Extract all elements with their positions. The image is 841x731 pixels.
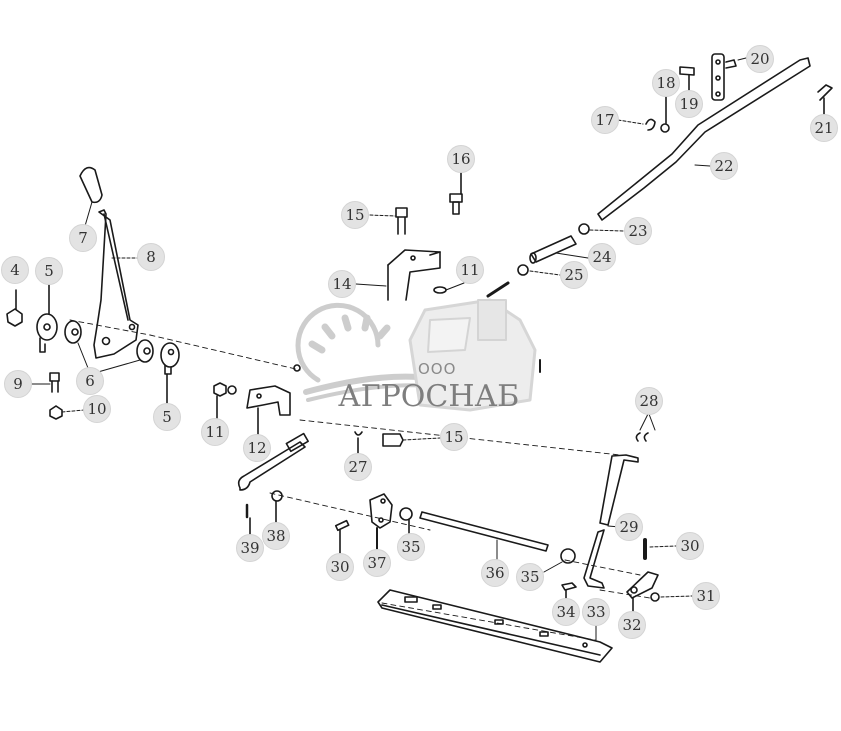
callout-34[interactable]: 34 (552, 598, 580, 626)
cable-rod-assembly (237, 432, 309, 491)
part-23-nut (578, 223, 625, 235)
part-24-sleeve (529, 235, 589, 264)
part-39-pin (245, 503, 251, 535)
part-20-link-plate (711, 53, 747, 101)
small-nut-icon (293, 364, 301, 372)
part-21-clip (817, 84, 833, 115)
callout-31[interactable]: 31 (692, 582, 720, 610)
callout-11[interactable]: 11 (456, 256, 484, 284)
callout-39[interactable]: 39 (236, 534, 264, 562)
callout-9[interactable]: 9 (4, 370, 32, 398)
part-29-crank-arm-lower (583, 525, 621, 589)
part-16-fitting (449, 172, 463, 215)
part-27-pin (354, 431, 363, 454)
part-5-plate-left (36, 284, 58, 353)
callout-15[interactable]: 15 (440, 423, 468, 451)
part-8-lever (93, 209, 139, 359)
part-17-clip (617, 118, 656, 131)
callout-25[interactable]: 25 (560, 261, 588, 289)
watermark-name: АГРОСНАБ (338, 379, 520, 414)
part-11-nut-upper (433, 282, 465, 294)
part-29-crank-arm-upper (599, 454, 639, 526)
callout-15[interactable]: 15 (341, 201, 369, 229)
callout-37[interactable]: 37 (363, 549, 391, 577)
callout-6[interactable]: 6 (76, 367, 104, 395)
part-4-nut (6, 289, 23, 327)
part-34-screw (561, 582, 577, 599)
part-11-nut (213, 382, 237, 419)
callout-10[interactable]: 10 (83, 395, 111, 423)
part-15-bolt-lower (382, 433, 441, 447)
callout-35[interactable]: 35 (397, 533, 425, 561)
part-14-bracket (355, 249, 441, 301)
part-30-pin-left (334, 519, 350, 554)
callout-27[interactable]: 27 (344, 453, 372, 481)
callout-35[interactable]: 35 (516, 563, 544, 591)
part-32-link-plate (626, 571, 659, 612)
part-10-nut (49, 405, 85, 420)
assembly-axis-lines (69, 319, 651, 641)
callout-5[interactable]: 5 (35, 257, 63, 285)
callout-24[interactable]: 24 (588, 243, 616, 271)
callout-19[interactable]: 19 (675, 90, 703, 118)
callout-14[interactable]: 14 (328, 270, 356, 298)
callout-30[interactable]: 30 (326, 553, 354, 581)
part-35-bushing-left (399, 507, 413, 534)
part-38-nut (271, 490, 283, 523)
part-25-nut (517, 264, 561, 276)
part-28-clips (635, 413, 656, 442)
callout-36[interactable]: 36 (481, 559, 509, 587)
part-30-pin-right (643, 538, 677, 560)
callout-32[interactable]: 32 (618, 611, 646, 639)
callout-18[interactable]: 18 (652, 69, 680, 97)
callout-21[interactable]: 21 (810, 114, 838, 142)
part-12-bracket (246, 385, 291, 435)
part-15-bolt-top (369, 207, 408, 235)
callout-17[interactable]: 17 (591, 106, 619, 134)
part-6-washer-right (77, 339, 154, 373)
threaded-stud (486, 281, 510, 298)
callout-8[interactable]: 8 (137, 243, 165, 271)
part-19-bolt (679, 66, 695, 91)
callout-12[interactable]: 12 (243, 434, 271, 462)
part-31-washer (650, 592, 693, 602)
callout-29[interactable]: 29 (615, 513, 643, 541)
callout-20[interactable]: 20 (746, 45, 774, 73)
part-33-plate (377, 589, 613, 663)
part-5-plate-right (160, 342, 180, 404)
callout-4[interactable]: 4 (1, 256, 29, 284)
callout-7[interactable]: 7 (69, 224, 97, 252)
part-18-washer (660, 96, 670, 133)
callout-22[interactable]: 22 (710, 152, 738, 180)
part-36-shaft (419, 511, 549, 560)
callout-16[interactable]: 16 (447, 145, 475, 173)
part-7-knob (79, 166, 103, 227)
callout-38[interactable]: 38 (262, 522, 290, 550)
part-9-bolt (31, 372, 60, 393)
callout-5[interactable]: 5 (153, 403, 181, 431)
callout-28[interactable]: 28 (635, 387, 663, 415)
watermark-logo-graphic (295, 298, 537, 412)
part-37-bracket (369, 493, 393, 550)
callout-33[interactable]: 33 (582, 598, 610, 626)
part-22-rod (597, 57, 811, 221)
part-6-washer-left (64, 320, 82, 344)
callout-11[interactable]: 11 (201, 418, 229, 446)
callout-23[interactable]: 23 (624, 217, 652, 245)
callout-30[interactable]: 30 (676, 532, 704, 560)
part-35-bushing-right (543, 548, 576, 573)
watermark-prefix: ООО (418, 360, 457, 378)
